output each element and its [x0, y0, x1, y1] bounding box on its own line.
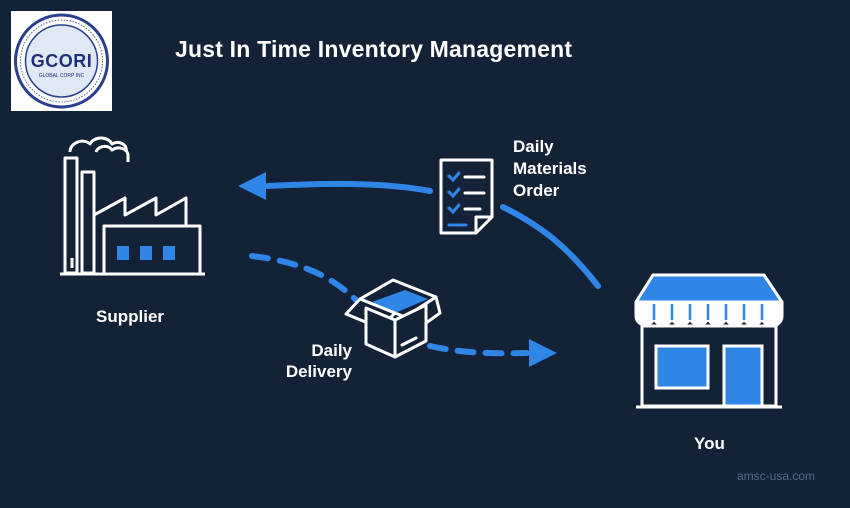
- order-connector-line: [500, 204, 601, 289]
- svg-text:GCORI: GCORI: [31, 51, 93, 71]
- storefront-icon: [634, 273, 784, 409]
- logo-seal-icon: GCORI GLOBAL CORP INC: [14, 13, 109, 109]
- source-watermark: amsc-usa.com: [737, 469, 816, 483]
- order-label-line3: Order: [513, 181, 560, 200]
- factory-icon: [60, 136, 205, 276]
- svg-text:GLOBAL CORP INC: GLOBAL CORP INC: [39, 73, 85, 79]
- order-arrow: [238, 172, 433, 200]
- page-title: Just In Time Inventory Management: [175, 36, 573, 62]
- order-label-line1: Daily: [513, 137, 554, 156]
- daily-delivery-label: Daily Delivery: [272, 340, 352, 382]
- delivery-label-line2: Delivery: [285, 362, 352, 381]
- checklist-document-icon: [439, 158, 494, 235]
- order-label-line2: Materials: [513, 159, 587, 178]
- company-logo: GCORI GLOBAL CORP INC: [11, 11, 112, 111]
- supplier-label: Supplier: [96, 307, 165, 326]
- factory-windows: [117, 246, 175, 260]
- delivery-arrow: [249, 253, 557, 367]
- delivery-label-line1: Daily: [311, 341, 352, 360]
- daily-materials-order-label: Daily Materials Order: [513, 136, 587, 202]
- open-box-icon: [344, 278, 442, 359]
- you-label: You: [694, 434, 725, 453]
